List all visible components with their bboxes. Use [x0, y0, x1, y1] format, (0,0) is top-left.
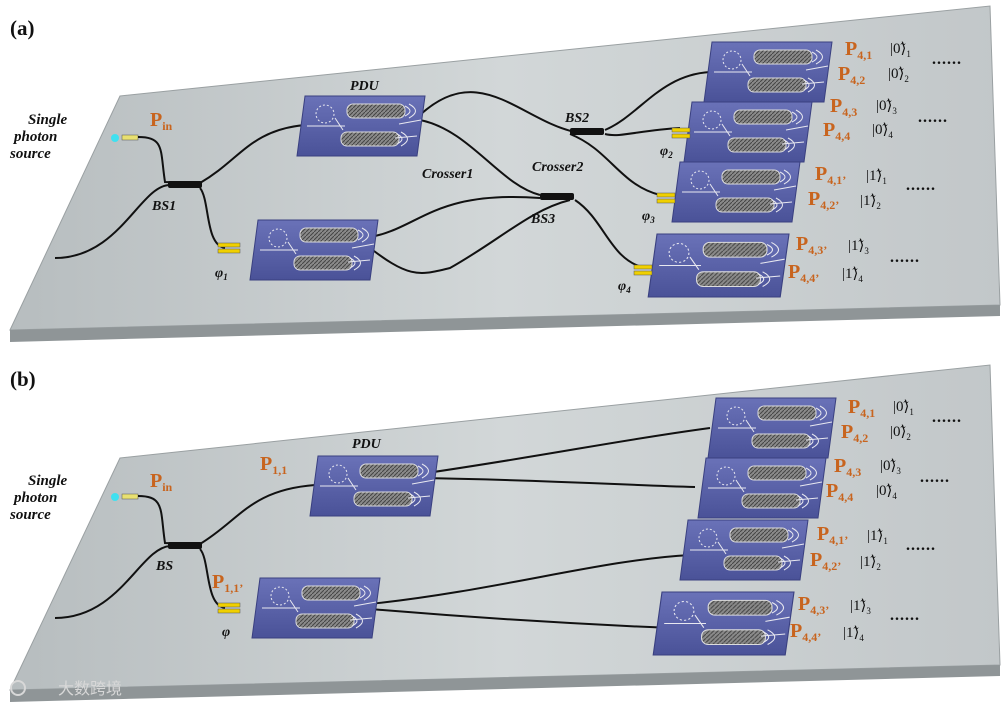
chip-out-b2 [698, 458, 826, 518]
ellipsis: ...... [920, 469, 950, 486]
source-label-b-2: photon [12, 490, 57, 506]
chip-out-b4 [653, 592, 794, 655]
ellipsis: ...... [932, 409, 962, 426]
bs1-label: BS1 [151, 199, 176, 214]
pdu-chip-a [297, 96, 425, 156]
chip-out-b3 [680, 520, 808, 580]
source-label-a-1: Single [28, 112, 68, 128]
chip-phi1 [250, 220, 378, 280]
pdu-label-b: PDU [352, 437, 382, 452]
panel-a: (a) Single photon source Pin BS1 BS2 BS3 [9, 6, 1000, 342]
ellipsis: ...... [906, 537, 936, 554]
pdu-chip-b [310, 456, 438, 516]
bs3-block [540, 193, 574, 200]
bs3-label: BS3 [530, 212, 555, 227]
source-label-b-1: Single [28, 473, 68, 489]
chip-out-1 [704, 42, 832, 102]
ellipsis: ...... [890, 607, 920, 624]
panel-b-label: (b) [10, 367, 36, 391]
bs2-block [570, 128, 604, 135]
ellipsis: ...... [906, 177, 936, 194]
panel-b: (b) Single photon source Pin BS PDU P1, [9, 365, 1000, 702]
bs1-block [168, 181, 202, 188]
source-label-b-3: source [9, 507, 51, 523]
bs-label: BS [155, 559, 173, 574]
bs2-label: BS2 [564, 111, 589, 126]
source-label-a-2: photon [12, 129, 57, 145]
source-coupler-a [122, 135, 138, 140]
pdu-label-a: PDU [350, 79, 380, 94]
chip-phi-b [252, 578, 380, 638]
chip-out-3 [672, 162, 800, 222]
watermark-text: 大数跨境 [58, 679, 122, 698]
chip-out-4 [648, 234, 789, 297]
ellipsis: ...... [932, 51, 962, 68]
chip-out-2 [684, 102, 812, 162]
panel-a-label: (a) [10, 16, 35, 40]
ellipsis: ...... [918, 109, 948, 126]
chip-out-b1 [708, 398, 836, 458]
crosser2-label: Crosser2 [532, 160, 583, 175]
source-coupler-b [122, 494, 138, 499]
source-label-a-3: source [9, 146, 51, 162]
photon-source-b [111, 493, 119, 501]
ellipsis: ...... [890, 249, 920, 266]
photon-source-a [111, 134, 119, 142]
bs-block [168, 542, 202, 549]
crosser1-label: Crosser1 [422, 167, 473, 182]
phi-label: φ [222, 625, 230, 640]
